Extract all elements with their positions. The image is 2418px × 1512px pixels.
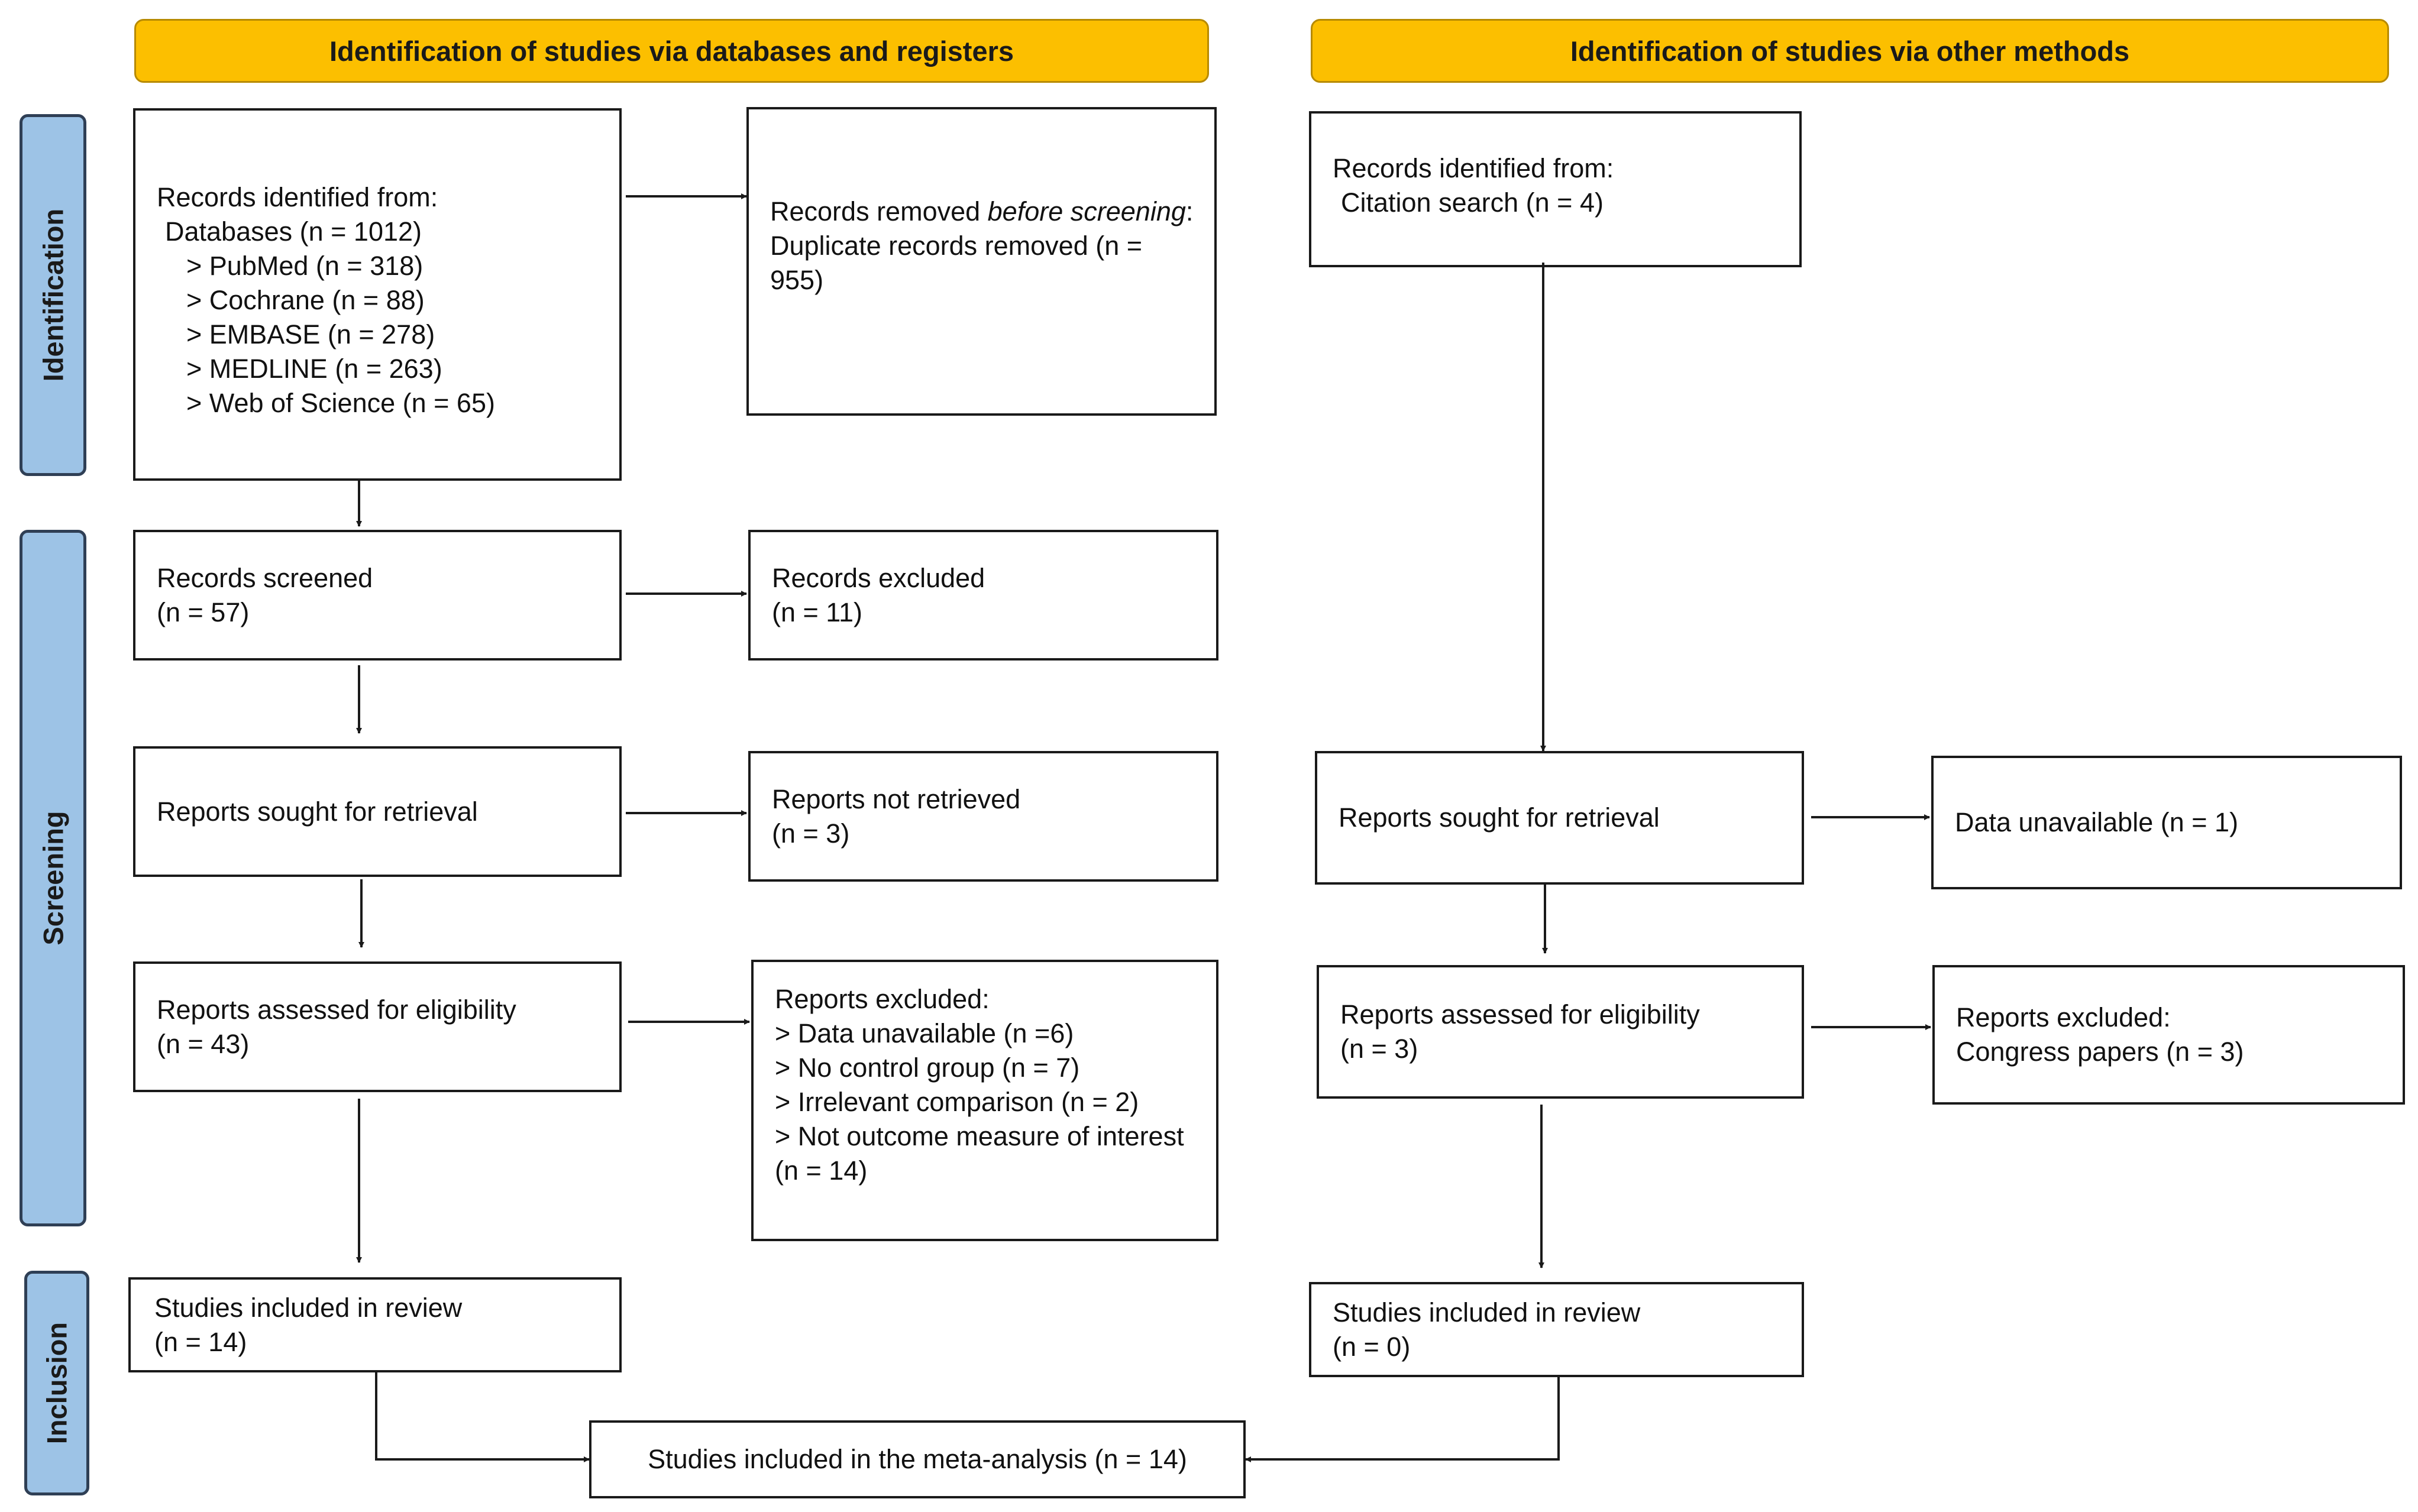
reports-assessed-other-label: Reports assessed for eligibility bbox=[1340, 999, 1700, 1029]
records-identified-citation-box: Records identified from: Citation search… bbox=[1309, 111, 1802, 267]
reports-sought-other-box: Reports sought for retrieval bbox=[1315, 751, 1804, 885]
reports-not-retrieved-box: Reports not retrieved (n = 3) bbox=[748, 751, 1218, 882]
records-excluded-count: (n = 11) bbox=[772, 597, 862, 627]
records-excluded-box: Records excluded (n = 11) bbox=[748, 530, 1218, 661]
studies-included-right-box: Studies included in review (n = 0) bbox=[1309, 1282, 1804, 1377]
reason-not-outcome-measure: > Not outcome measure of interest (n = 1… bbox=[775, 1121, 1184, 1186]
records-removed-box: Records removed before screening: Duplic… bbox=[746, 107, 1217, 416]
stage-screening: Screening bbox=[20, 530, 86, 1226]
arrow-right-included-to-meta bbox=[1245, 1377, 1560, 1462]
reports-excluded-other-title: Reports excluded: bbox=[1956, 1002, 2171, 1032]
reason-data-unavailable: > Data unavailable (n =6) bbox=[775, 1018, 1074, 1048]
reports-assessed-label: Reports assessed for eligibility bbox=[157, 994, 516, 1025]
reason-irrelevant-comparison: > Irrelevant comparison (n = 2) bbox=[775, 1087, 1139, 1117]
data-unavailable-label: Data unavailable (n = 1) bbox=[1955, 807, 2239, 837]
reports-not-retrieved-count: (n = 3) bbox=[772, 818, 850, 849]
meta-analysis-box: Studies included in the meta-analysis (n… bbox=[589, 1420, 1246, 1498]
stage-identification: Identification bbox=[20, 114, 86, 476]
databases-total: Databases (n = 1012) bbox=[165, 216, 422, 247]
source-embase: > EMBASE (n = 278) bbox=[186, 319, 435, 349]
reports-not-retrieved-label: Reports not retrieved bbox=[772, 783, 1021, 814]
reports-assessed-count: (n = 43) bbox=[157, 1028, 250, 1059]
records-identified-databases-box: Records identified from: Databases (n = … bbox=[133, 108, 622, 481]
citation-records-title: Records identified from: bbox=[1333, 153, 1614, 183]
reports-sought-other-label: Reports sought for retrieval bbox=[1339, 802, 1660, 833]
source-medline: > MEDLINE (n = 263) bbox=[186, 354, 442, 384]
records-removed-emphasis: before screening bbox=[987, 196, 1186, 226]
reports-excluded-other-box: Reports excluded: Congress papers (n = 3… bbox=[1932, 965, 2405, 1105]
reports-assessed-other-count: (n = 3) bbox=[1340, 1034, 1418, 1064]
records-screened-box: Records screened (n = 57) bbox=[133, 530, 622, 661]
records-screened-label: Records screened bbox=[157, 562, 373, 593]
source-cochrane: > Cochrane (n = 88) bbox=[186, 285, 425, 315]
reports-excluded-box: Reports excluded: > Data unavailable (n … bbox=[751, 960, 1218, 1241]
citation-search-count: Citation search (n = 4) bbox=[1341, 187, 1604, 218]
source-pubmed: > PubMed (n = 318) bbox=[186, 251, 424, 281]
studies-included-left-label: Studies included in review bbox=[154, 1292, 463, 1323]
records-screened-count: (n = 57) bbox=[157, 597, 250, 627]
records-removed-prefix: Records removed bbox=[770, 196, 988, 226]
records-identified-title: Records identified from: bbox=[157, 182, 438, 212]
congress-papers-count: Congress papers (n = 3) bbox=[1956, 1037, 2244, 1067]
reports-assessed-box: Reports assessed for eligibility (n = 43… bbox=[133, 961, 622, 1092]
studies-included-right-count: (n = 0) bbox=[1333, 1331, 1411, 1362]
source-web-of-science: > Web of Science (n = 65) bbox=[186, 388, 495, 418]
records-removed-title: Records removed before screening: bbox=[770, 195, 1193, 229]
studies-included-right-label: Studies included in review bbox=[1333, 1297, 1641, 1328]
arrow-left-included-to-meta bbox=[375, 1372, 590, 1462]
reports-sought-label: Reports sought for retrieval bbox=[157, 796, 478, 827]
header-databases-registers: Identification of studies via databases … bbox=[134, 19, 1209, 83]
stage-inclusion: Inclusion bbox=[24, 1271, 89, 1495]
records-excluded-label: Records excluded bbox=[772, 562, 985, 593]
reports-assessed-other-box: Reports assessed for eligibility (n = 3) bbox=[1317, 965, 1804, 1099]
meta-analysis-label: Studies included in the meta-analysis (n… bbox=[648, 1444, 1187, 1474]
header-other-methods: Identification of studies via other meth… bbox=[1311, 19, 2389, 83]
studies-included-left-count: (n = 14) bbox=[154, 1326, 247, 1357]
duplicate-records-removed: Duplicate records removed (n = 955) bbox=[770, 231, 1143, 295]
records-removed-suffix: : bbox=[1185, 196, 1194, 226]
reports-sought-box: Reports sought for retrieval bbox=[133, 746, 622, 877]
reason-no-control-group: > No control group (n = 7) bbox=[775, 1053, 1080, 1083]
studies-included-left-box: Studies included in review (n = 14) bbox=[128, 1277, 622, 1372]
data-unavailable-box: Data unavailable (n = 1) bbox=[1931, 756, 2402, 889]
reports-excluded-title: Reports excluded: bbox=[775, 984, 990, 1014]
